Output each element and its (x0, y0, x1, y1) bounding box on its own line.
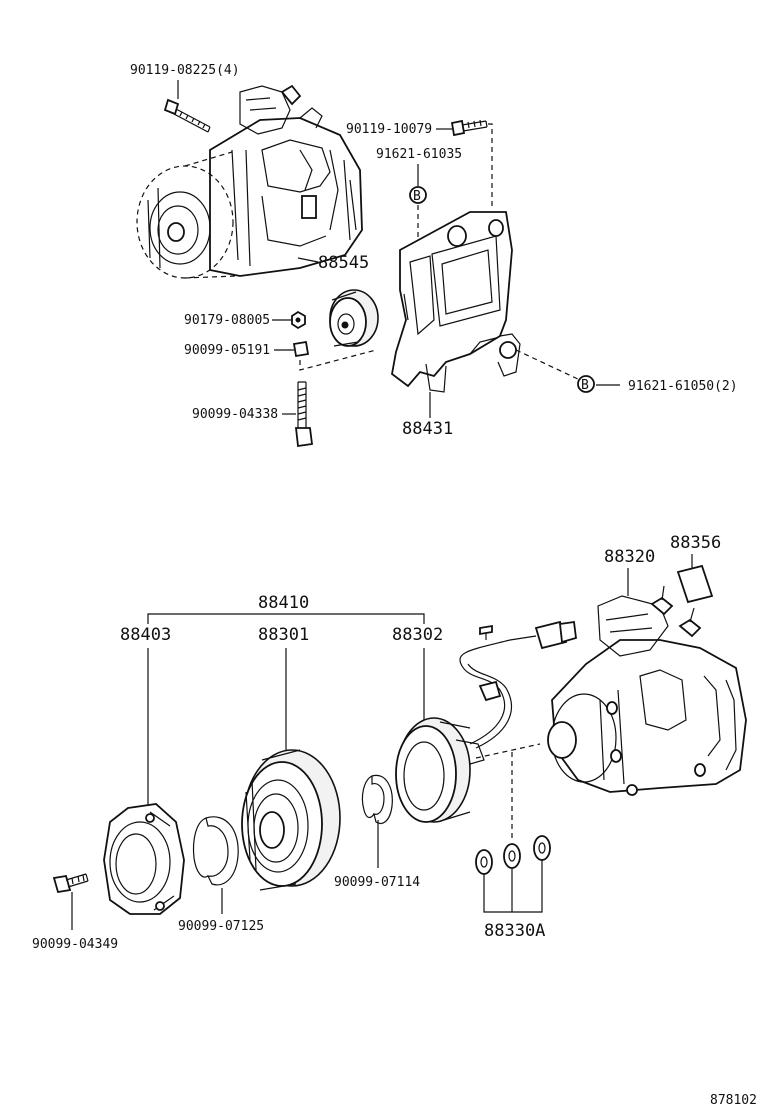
pin-side-marker: B (577, 375, 595, 393)
label-pin-side: 91621-61050(2) (628, 379, 738, 394)
svg-text:B: B (413, 189, 421, 204)
bolt-top-part (163, 98, 211, 133)
label-clutch-assy: 88410 (258, 593, 309, 613)
label-bolt-hub: 90099-04349 (32, 937, 118, 952)
shims-part (475, 835, 551, 875)
label-88356: 88356 (670, 533, 721, 553)
bolt-idler-part (294, 381, 314, 448)
dash-compressor (475, 743, 541, 759)
stator-wire-part (459, 620, 577, 749)
label-nut: 90179-08005 (184, 313, 270, 328)
dash-pin-side (515, 349, 581, 381)
leader-shims (483, 860, 543, 913)
label-snap-ring-1: 90099-07114 (334, 875, 420, 890)
label-bracket: 88431 (402, 419, 453, 439)
compressor-top-part (136, 84, 363, 279)
snap-ring-1-part (361, 774, 393, 825)
dash-bolt-bracket (488, 123, 493, 210)
leader-clutch-assy (147, 613, 425, 624)
leader-88545 (297, 257, 319, 263)
label-pulley: 88301 (258, 625, 309, 645)
svg-text:B: B (581, 378, 589, 393)
label-bolt-idler: 90099-04338 (192, 407, 278, 422)
washer-part (292, 340, 310, 358)
label-bolt-top: 90119-08225(4) (130, 63, 240, 78)
label-compressor: 88320 (604, 547, 655, 567)
bolt-hub-part (52, 873, 89, 894)
label-hub: 88403 (120, 625, 171, 645)
stator-part (395, 717, 485, 823)
label-shims: 88330A (484, 921, 545, 941)
pulley-part (241, 749, 341, 891)
label-88545: 88545 (318, 253, 369, 273)
bolt-bracket-part (436, 119, 488, 137)
label-washer: 90099-05191 (184, 343, 270, 358)
bracket-part (391, 211, 521, 393)
hub-part (103, 803, 185, 915)
idler-pulley-part (329, 289, 379, 347)
diagram-code: 878102 (710, 1093, 757, 1108)
small-screw-part (479, 624, 493, 640)
label-pin-top: 91621-61035 (376, 147, 462, 162)
compressor-bottom-part (547, 585, 747, 796)
plate-88356-part (676, 564, 714, 604)
pin-top-marker: B (409, 186, 427, 204)
snap-ring-2-part (192, 816, 239, 886)
nut-part (291, 310, 306, 330)
dash-washer (299, 349, 377, 371)
label-snap-ring-2: 90099-07125 (178, 919, 264, 934)
label-stator: 88302 (392, 625, 443, 645)
label-bolt-bracket: 90119-10079 (346, 122, 432, 137)
